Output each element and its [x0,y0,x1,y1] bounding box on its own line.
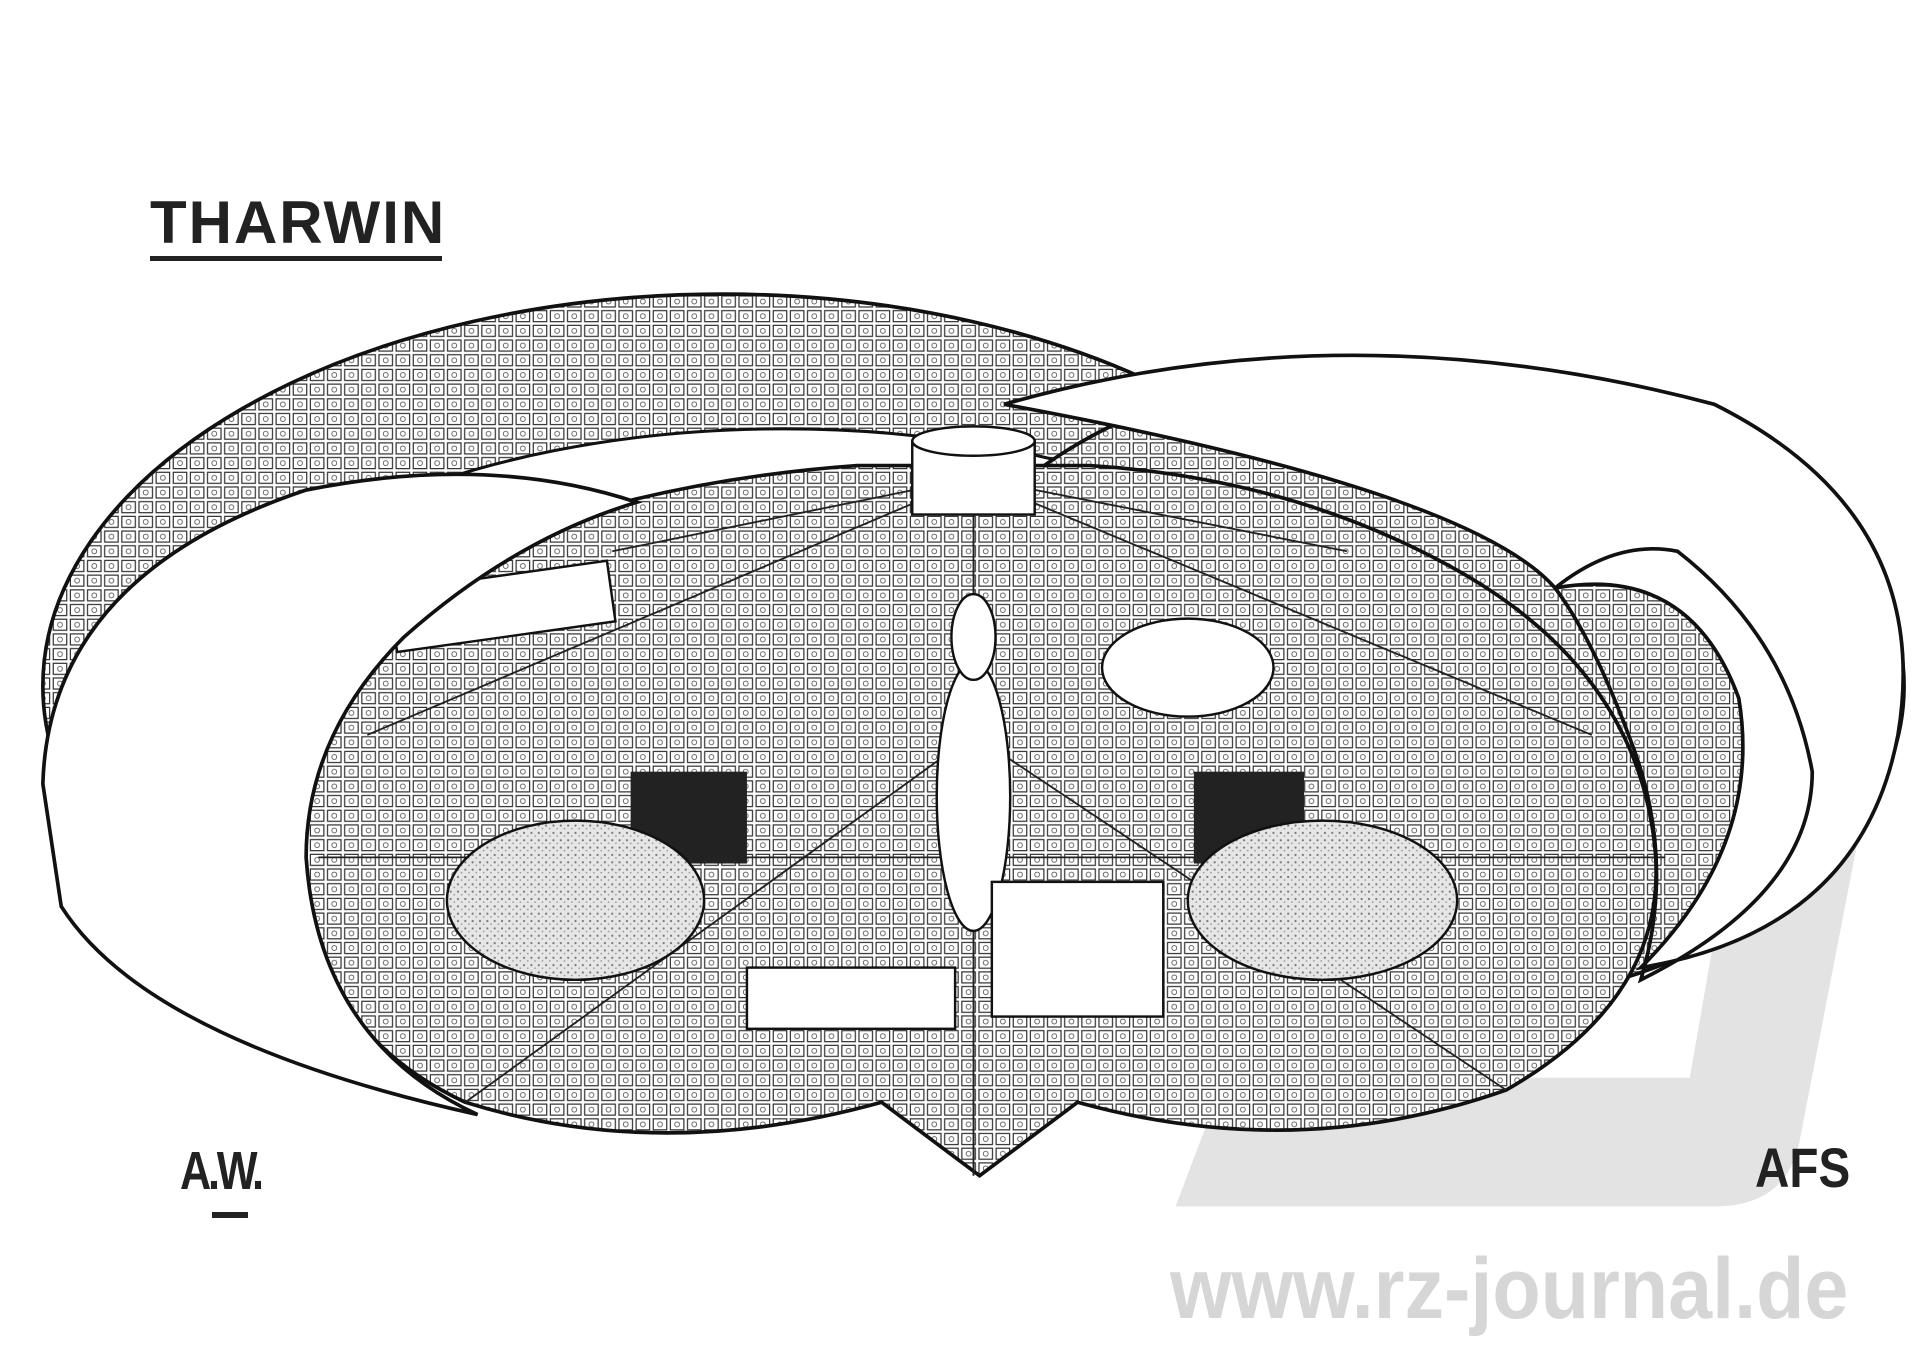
artist-initials: AFS [1755,1136,1851,1199]
interior-cutaway [301,425,1666,1179]
watermark-logo [1175,661,1886,1207]
artist-signature: A.W. [180,1141,264,1201]
signature-underline [212,1212,248,1218]
drawing-title: THARWIN [150,189,447,256]
title-underline [150,256,442,261]
watermark-text: www.rz-journal.de [1170,1241,1849,1337]
front-hull-shell [41,472,1815,1117]
